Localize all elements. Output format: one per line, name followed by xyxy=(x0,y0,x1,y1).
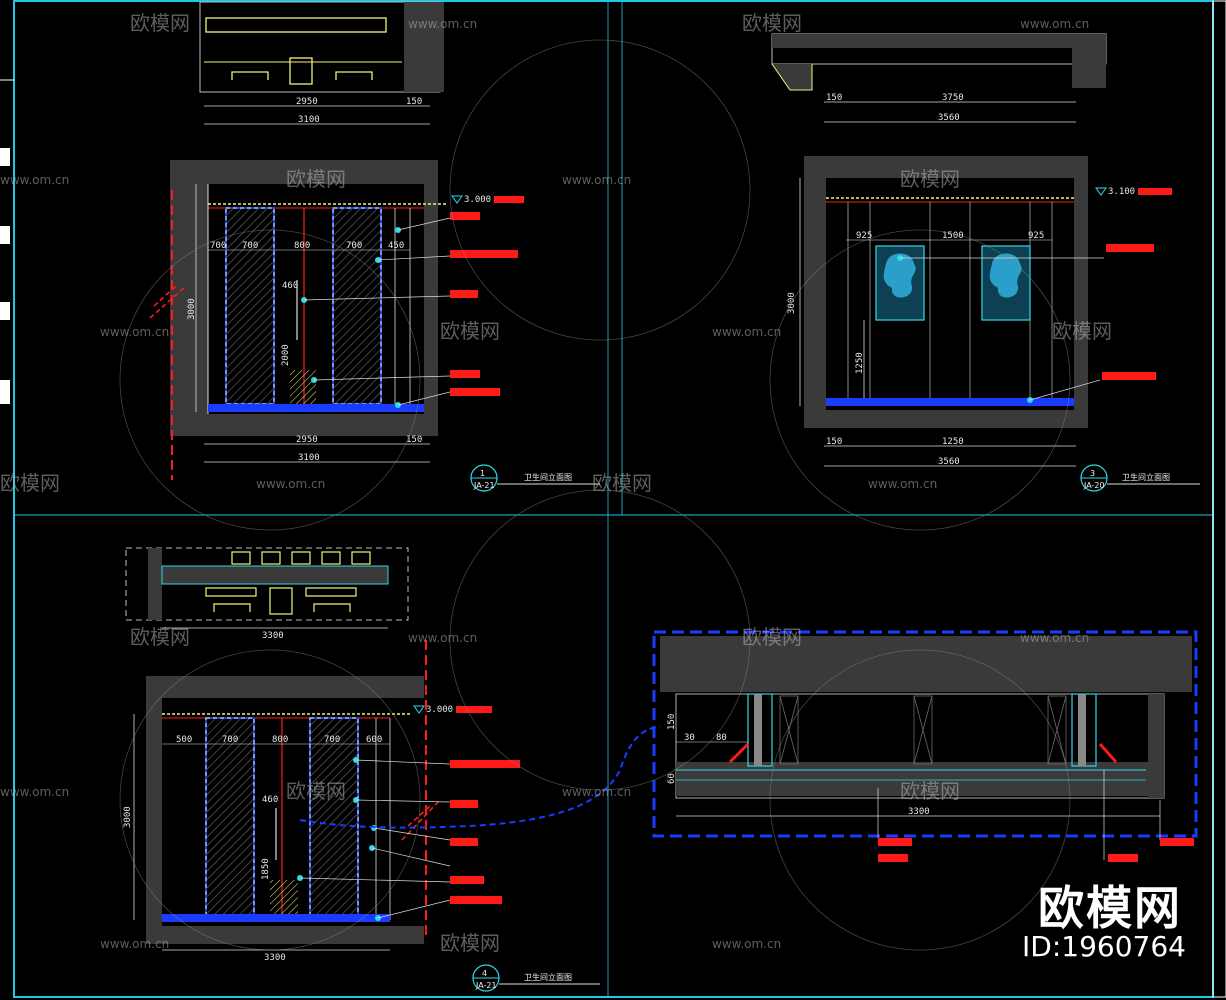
dim-text: 3300 xyxy=(264,953,286,963)
watermark-brand: 欧模网 xyxy=(742,625,802,649)
ceiling-level: 3.100 xyxy=(1108,187,1135,197)
watermark-brand: 欧模网 xyxy=(1052,319,1112,343)
sheet-ref: JA-21 xyxy=(473,481,495,490)
panel-top-right: 150 3750 3560 925 1500 925 3000 1250 xyxy=(771,33,1200,492)
dim-text: 3560 xyxy=(938,113,960,123)
dim-text: 600 xyxy=(366,735,382,745)
watermark-site: www.om.cn xyxy=(562,785,631,799)
dim-text: 2000 xyxy=(281,344,291,366)
watermark-brand: 欧模网 xyxy=(440,319,500,343)
sheet-ref: JA-20 xyxy=(1083,481,1105,490)
dim-text: 1850 xyxy=(261,858,271,880)
watermark-brand: 欧模网 xyxy=(286,779,346,803)
watermark-site: www.om.cn xyxy=(868,477,937,491)
watermark-site: www.om.cn xyxy=(0,173,69,187)
watermark-site: www.om.cn xyxy=(712,325,781,339)
watermark-site: www.om.cn xyxy=(1020,17,1089,31)
dim-text: 3100 xyxy=(298,453,320,463)
elevation-title: 卫生间立面图 xyxy=(1122,472,1170,482)
watermark-site: www.om.cn xyxy=(562,173,631,187)
dim-text: 3750 xyxy=(942,93,964,103)
watermark-brand: 欧模网 xyxy=(440,931,500,955)
dim-text: 3560 xyxy=(938,457,960,467)
panel-bottom-left: 3300 500 700 800 700 600 460 1850 3000 xyxy=(123,547,600,992)
dim-text: 500 xyxy=(176,735,192,745)
elevation-number: 3 xyxy=(1090,469,1095,478)
dim-text: 460 xyxy=(282,281,298,291)
panel-top-left: 2950 150 3100 700 700 800 700 450 460 20… xyxy=(149,1,600,492)
watermark-brand: 欧模网 xyxy=(286,167,346,191)
dim-text: 3100 xyxy=(298,115,320,125)
ceiling-level: 3.000 xyxy=(426,705,453,715)
dim-text: 3000 xyxy=(787,292,797,314)
dim-text: 925 xyxy=(856,231,872,241)
panel-bottom-right: 30 80 60 150 3300 xyxy=(652,630,1198,862)
watermark-brand: 欧模网 xyxy=(742,11,802,35)
watermark-brand: 欧模网 xyxy=(130,11,190,35)
elevation-title: 卫生间立面图 xyxy=(524,472,572,482)
dim-text: 3300 xyxy=(908,807,930,817)
watermark-site: www.om.cn xyxy=(256,477,325,491)
dim-text: 1250 xyxy=(942,437,964,447)
detail-callout-line xyxy=(299,725,661,829)
sheet-ref: JA-21 xyxy=(475,981,497,990)
elevation-number: 4 xyxy=(482,969,487,978)
dim-text: 3000 xyxy=(123,806,133,828)
brand-logo: 欧模网 xyxy=(1038,881,1182,935)
dim-text: 150 xyxy=(406,435,422,445)
dim-text: 150 xyxy=(826,93,842,103)
watermark-site: www.om.cn xyxy=(100,325,169,339)
dim-text: 700 xyxy=(222,735,238,745)
watermark-brand: 欧模网 xyxy=(900,167,960,191)
dim-text: 700 xyxy=(346,241,362,251)
watermark-site: www.om.cn xyxy=(0,785,69,799)
ceiling-level: 3.000 xyxy=(464,195,491,205)
dim-text: 80 xyxy=(716,733,727,743)
dim-text: 150 xyxy=(667,714,677,730)
dim-text: 925 xyxy=(1028,231,1044,241)
elevation-title: 卫生间立面图 xyxy=(524,972,572,982)
dim-text: 2950 xyxy=(296,97,318,107)
dim-text: 800 xyxy=(294,241,310,251)
dim-text: 700 xyxy=(324,735,340,745)
dim-text: 3000 xyxy=(187,298,197,320)
dim-text: 2950 xyxy=(296,435,318,445)
dim-text: 700 xyxy=(210,241,226,251)
model-id: ID:1960764 xyxy=(1022,930,1186,963)
watermark-brand: 欧模网 xyxy=(900,779,960,803)
watermark-layer: 欧模网 www.om.cn 欧模网 www.om.cn www.om.cn 欧模… xyxy=(0,11,1112,955)
dim-text: 60 xyxy=(667,773,677,784)
watermark-site: www.om.cn xyxy=(408,631,477,645)
watermark-site: www.om.cn xyxy=(100,937,169,951)
dim-text: 150 xyxy=(406,97,422,107)
elevation-number: 1 xyxy=(480,469,485,478)
watermark-brand: 欧模网 xyxy=(130,625,190,649)
watermark-site: www.om.cn xyxy=(1020,631,1089,645)
dim-text: 800 xyxy=(272,735,288,745)
watermark-brand: 欧模网 xyxy=(0,471,60,495)
dim-text: 460 xyxy=(262,795,278,805)
dim-text: 30 xyxy=(684,733,695,743)
watermark-brand: 欧模网 xyxy=(592,471,652,495)
dim-text: 700 xyxy=(242,241,258,251)
dim-text: 150 xyxy=(826,437,842,447)
dim-text: 1500 xyxy=(942,231,964,241)
watermark-site: www.om.cn xyxy=(712,937,781,951)
dim-text: 1250 xyxy=(855,352,865,374)
dim-text: 450 xyxy=(388,241,404,251)
dim-text: 3300 xyxy=(262,631,284,641)
watermark-site: www.om.cn xyxy=(408,17,477,31)
